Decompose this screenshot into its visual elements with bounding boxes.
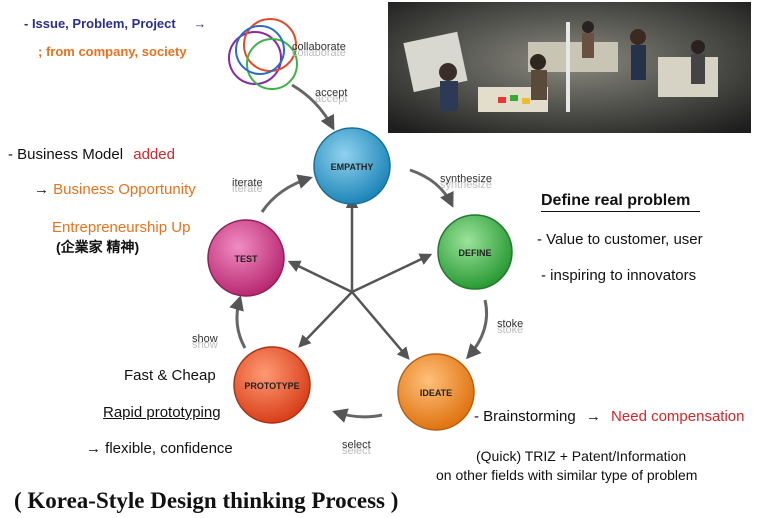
from-company-text: ; from company, society <box>38 44 187 59</box>
arrow-to-define <box>351 253 433 294</box>
inspiring-text: - inspiring to innovators <box>541 267 697 284</box>
accept-label: accept <box>315 87 347 99</box>
venn-circle-green <box>246 38 298 90</box>
node-test: TEST <box>207 219 285 297</box>
show-label: show <box>192 333 218 345</box>
fast-cheap-text: Fast & Cheap <box>124 367 216 384</box>
workshop-photo <box>388 2 751 133</box>
arrow-show <box>229 295 247 349</box>
arrow-to-test <box>287 260 353 294</box>
workshop-photo-illustration <box>388 2 751 133</box>
node-prototype: PROTOTYPE <box>233 346 311 424</box>
empathy-label: EMPATHY <box>331 162 374 172</box>
business-model-line: - Business Model added <box>8 146 175 163</box>
node-empathy: EMPATHY <box>313 127 391 205</box>
arrow-to-ideate <box>351 291 410 360</box>
iterate-label-shadow: iterate <box>232 183 263 195</box>
arrow-synthesize <box>409 168 454 208</box>
center-arrows <box>287 195 433 360</box>
collaborate-label: collaborate <box>292 41 346 53</box>
node-ideate: IDEATE <box>397 353 475 431</box>
stoke-label-shadow: stoke <box>497 324 523 336</box>
arrow-select <box>332 408 383 423</box>
synthesize-label: synthesize <box>440 173 492 185</box>
rapid-prototyping-text: Rapid prototyping <box>103 404 221 421</box>
arrow-stoke <box>466 299 489 360</box>
added-text: added <box>133 146 175 163</box>
arrow-accept <box>291 83 335 131</box>
need-compensation-text: Need compensation <box>611 408 745 425</box>
arrow-to-prototype <box>298 291 353 348</box>
iterate-label: iterate <box>232 177 263 189</box>
show-label-shadow: show <box>192 339 218 351</box>
prototype-label: PROTOTYPE <box>244 381 299 391</box>
synthesize-label-shadow: synthesize <box>440 179 492 191</box>
collaborate-label-shadow: collaborate <box>292 47 346 59</box>
arrow-right-icon: → <box>585 408 601 425</box>
collaborate-circles <box>228 18 298 90</box>
accept-label-shadow: accept <box>315 93 347 105</box>
venn-circle-purple <box>228 31 282 85</box>
value-to-customer-text: - Value to customer, user <box>537 231 703 248</box>
flexible-confidence-text: → flexible, confidence <box>86 440 233 457</box>
venn-circle-blue <box>235 25 285 75</box>
issue-text: - Issue, Problem, Project <box>24 16 176 31</box>
arrow-icon: → <box>193 16 207 31</box>
triz-text: (Quick) TRIZ + Patent/Information <box>476 448 687 464</box>
select-label-shadow: select <box>342 445 371 457</box>
footer-title: ( Korea-Style Design thinking Process ) <box>14 488 399 513</box>
brainstorming-line: - Brainstorming → Need compensation <box>474 408 744 425</box>
arrow-right-icon: → <box>34 181 49 198</box>
brainstorming-text: - Brainstorming <box>474 408 576 425</box>
entrepreneurship-cjk-text: (企業家 精神) <box>56 239 140 255</box>
node-define: DEFINE <box>437 214 513 290</box>
business-opportunity-line: → Business Opportunity <box>34 181 196 198</box>
select-label: select <box>342 439 371 451</box>
issue-line: - Issue, Problem, Project → <box>24 16 206 31</box>
cycle-arrows <box>229 83 489 423</box>
other-fields-text: on other fields with similar type of pro… <box>436 467 698 483</box>
ideate-label: IDEATE <box>420 388 452 398</box>
stoke-label: stoke <box>497 318 523 330</box>
arrow-iterate <box>260 174 313 213</box>
define-label: DEFINE <box>458 248 491 258</box>
define-real-problem-title: Define real problem <box>541 192 701 212</box>
entrepreneurship-text: Entrepreneurship Up <box>52 219 191 236</box>
test-label: TEST <box>234 254 258 264</box>
business-opportunity-text: Business Opportunity <box>53 181 196 198</box>
business-model-text: - Business Model <box>8 146 124 163</box>
